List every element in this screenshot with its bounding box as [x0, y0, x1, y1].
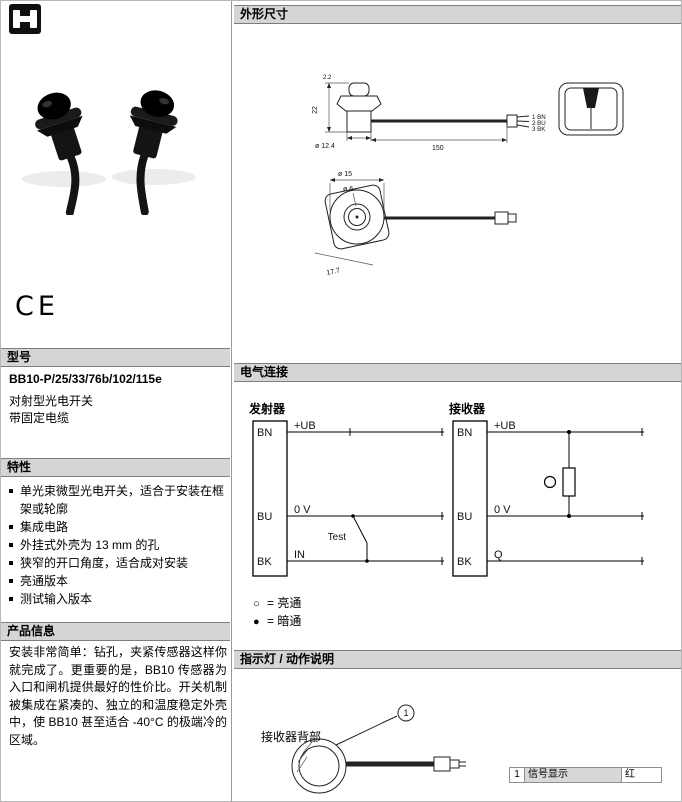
- receiver-pin-bu: BU: [457, 511, 472, 523]
- sensor-right: [129, 90, 178, 215]
- ce-mark: CE: [15, 291, 59, 322]
- dim-cable-length: 150: [432, 145, 444, 152]
- receiver-title: 接收器: [449, 402, 486, 416]
- model-description-line1: 对射型光电开关: [9, 394, 94, 408]
- receiver-back-label: 接收器背部: [261, 730, 322, 744]
- output-legend: ○ = 亮通 ● = 暗通: [253, 595, 301, 631]
- features-list: 单光束微型光电开关，适合于安装在框架或轮廓 集成电路 外挂式外壳为 13 mm …: [9, 482, 227, 608]
- dim-height: 22: [312, 106, 319, 114]
- column-divider: [231, 1, 232, 801]
- callout-number: 1: [403, 708, 408, 718]
- logo-glyph: [19, 16, 31, 22]
- wire-label-2: 2 BU: [532, 120, 546, 127]
- signal-table-name: 信号显示: [524, 767, 622, 783]
- feature-item: 集成电路: [9, 518, 227, 536]
- emitter-signal-0v: 0 V: [294, 504, 311, 516]
- section-header-dimensions: 外形尺寸: [234, 5, 681, 24]
- feature-item: 亮通版本: [9, 572, 227, 590]
- feature-item: 测试输入版本: [9, 590, 227, 608]
- product-photo: [22, 90, 196, 215]
- dim-top: 2.2: [323, 75, 332, 81]
- feature-item: 狭窄的开口角度，适合成对安装: [9, 554, 227, 572]
- emitter-signal-in: IN: [294, 549, 305, 561]
- signal-table-index: 1: [509, 767, 524, 783]
- dim-diameter: ø 12.4: [315, 143, 335, 150]
- feature-item: 外挂式外壳为 13 mm 的孔: [9, 536, 227, 554]
- section-header-indicator: 指示灯 / 动作说明: [234, 650, 681, 669]
- logo-glyph: [30, 10, 37, 28]
- legend-dark-on: ● = 暗通: [253, 613, 301, 631]
- test-label: Test: [328, 532, 347, 543]
- legend-light-on: ○ = 亮通: [253, 595, 301, 613]
- emitter-signal-ub: +UB: [294, 420, 316, 432]
- dim-width: 17.7: [326, 267, 341, 277]
- brand-logo-icon: [9, 4, 41, 34]
- wire-label-3: 3 BK: [532, 126, 546, 133]
- model-number: BB10-P/25/33/76b/102/115e: [9, 372, 162, 386]
- feature-item: 单光束微型光电开关，适合于安装在框架或轮廓: [9, 482, 227, 518]
- dim-circle-inner: ø 6: [343, 186, 353, 193]
- section-header-features: 特性: [1, 458, 230, 477]
- emitter-pin-bk: BK: [257, 556, 272, 568]
- signal-table-value: 红: [622, 767, 662, 783]
- wire-label-1: 1 BN: [532, 114, 546, 121]
- legend-label: = 暗通: [267, 614, 302, 628]
- emitter-pin-bu: BU: [257, 511, 272, 523]
- logo-glyph: [13, 10, 20, 28]
- emitter-pin-bn: BN: [257, 427, 272, 439]
- filled-circle-symbol: ●: [253, 616, 260, 628]
- indicator-drawing: 1: [291, 704, 466, 794]
- open-circle-symbol: ○: [253, 598, 260, 610]
- section-header-product-info: 产品信息: [1, 622, 230, 641]
- receiver-signal-ub: +UB: [494, 420, 516, 432]
- receiver-wiring-diagram: BN BU BK +UB 0 V Q: [452, 420, 644, 577]
- emitter-wiring-diagram: BN BU BK +UB 0 V IN Test: [252, 420, 444, 577]
- legend-label: = 亮通: [267, 596, 302, 610]
- sensor-left: [35, 92, 83, 215]
- signal-table: 1 信号显示 红: [509, 767, 662, 783]
- product-info-text: 安装非常简单：钻孔，夹紧传感器这样你就完成了。更重要的是，BB10 传感器为入口…: [9, 645, 227, 747]
- receiver-signal-q: Q: [494, 549, 503, 561]
- load-symbol: [562, 467, 576, 497]
- dimension-drawing: 1 BN 2 BU 3 BK 22 2.2 ø 12.4 150: [312, 75, 624, 277]
- model-description-line2: 带固定电缆: [9, 411, 70, 425]
- receiver-signal-0v: 0 V: [494, 504, 511, 516]
- section-header-electrical: 电气连接: [234, 363, 681, 382]
- section-header-model: 型号: [1, 348, 230, 367]
- dim-circle-outer: ø 15: [338, 171, 352, 178]
- receiver-pin-bn: BN: [457, 427, 472, 439]
- emitter-title: 发射器: [249, 402, 286, 416]
- callout-circle: [397, 704, 415, 722]
- receiver-pin-bk: BK: [457, 556, 472, 568]
- indicator-circle-symbol: [543, 475, 557, 489]
